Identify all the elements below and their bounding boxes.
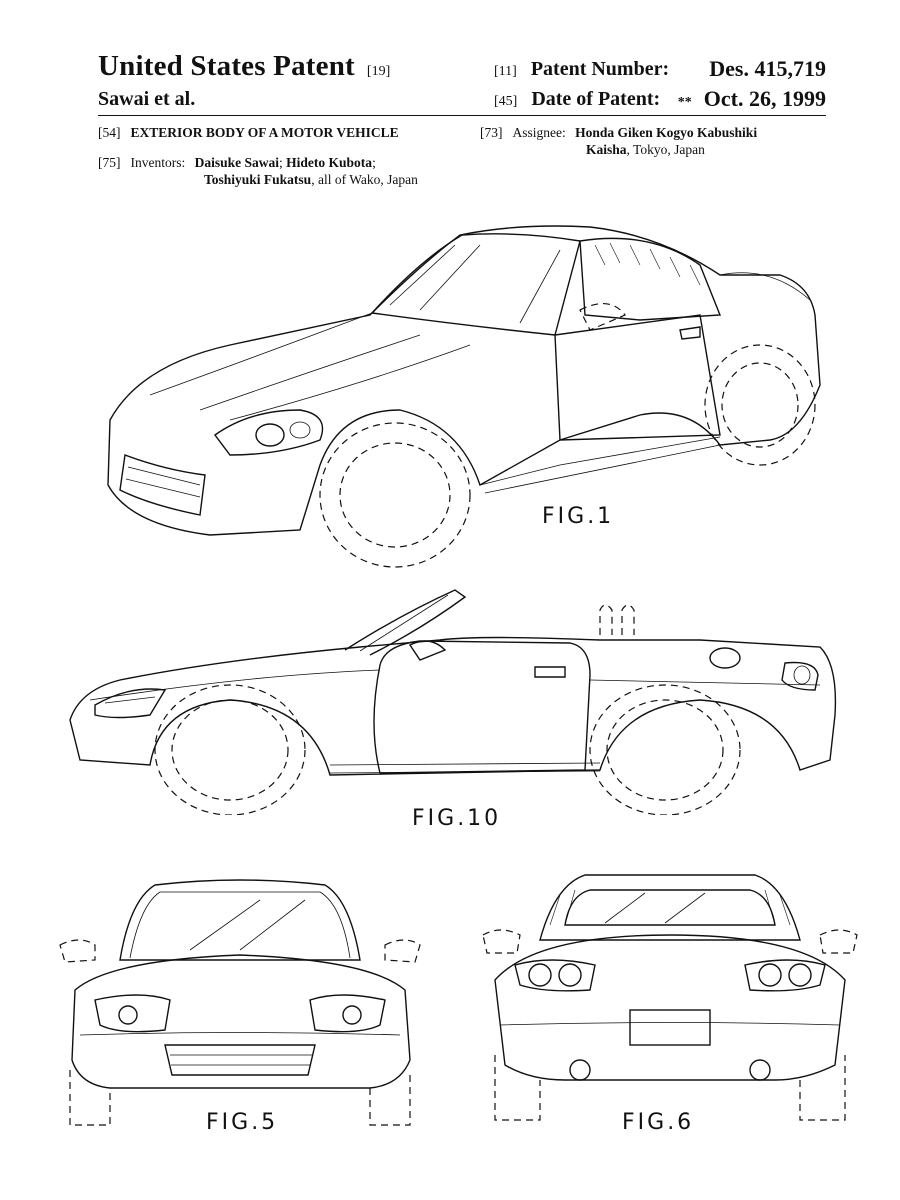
patent-number-tag: [11] [494,64,517,79]
inventor-short: Sawai et al. [98,88,196,110]
assignee-label: Assignee: [512,125,566,140]
fig1-drawing [107,225,821,568]
fig5-drawing [59,879,421,1126]
field-title: [54] EXTERIOR BODY OF A MOTOR VEHICLE [98,124,399,141]
header-rule [98,115,826,116]
date-row: [45] Date of Patent: [494,88,660,111]
inventor-1: Daisuke Sawai [194,155,280,170]
fig10-drawing [69,589,837,815]
assignee-line2: Kaisha [586,142,627,157]
date-tag: [45] [494,94,518,109]
fig1-label: FIG.1 [542,504,615,529]
patent-header-left: United States Patent [19] [98,50,390,83]
field-assignee: [73] Assignee: Honda Giken Kogyo Kabushik… [480,124,757,158]
patent-number: Des. 415,719 [709,56,826,81]
assignee-line1: Honda Giken Kogyo Kabushiki [575,125,758,140]
field-title-tag: [54] [98,125,121,140]
date-value-row: ** Oct. 26, 1999 [678,86,826,112]
inventors-tag: [75] [98,155,121,170]
patent-number-label: Patent Number: [530,58,670,80]
inventor-3: Toshiyuki Fukatsu [204,172,312,187]
inventor-short-row: Sawai et al. [98,88,195,111]
inventors-label: Inventors: [130,155,186,170]
patent-number-value-row: Des. 415,719 [709,56,826,82]
date-mark: ** [677,95,692,110]
patent-title: United States Patent [98,50,355,82]
fig10-label: FIG.10 [412,806,502,831]
assignee-location: , Tokyo, Japan [626,142,705,157]
date-label: Date of Patent: [531,88,661,110]
patent-date: Oct. 26, 1999 [703,86,826,111]
inventor-2: Hideto Kubota [286,155,373,170]
patent-number-row: [11] Patent Number: [494,58,669,81]
inventors-location: , all of Wako, Japan [311,172,418,187]
fig5-label: FIG.5 [206,1110,279,1135]
design-title: EXTERIOR BODY OF A MOTOR VEHICLE [130,125,399,140]
fig6-drawing [482,874,858,1121]
field-inventors: [75]Inventors: Daisuke Sawai; Hideto Kub… [98,155,418,187]
assignee-tag: [73] [480,125,503,140]
fig6-label: FIG.6 [622,1110,695,1135]
title-tag: [19] [366,64,391,79]
